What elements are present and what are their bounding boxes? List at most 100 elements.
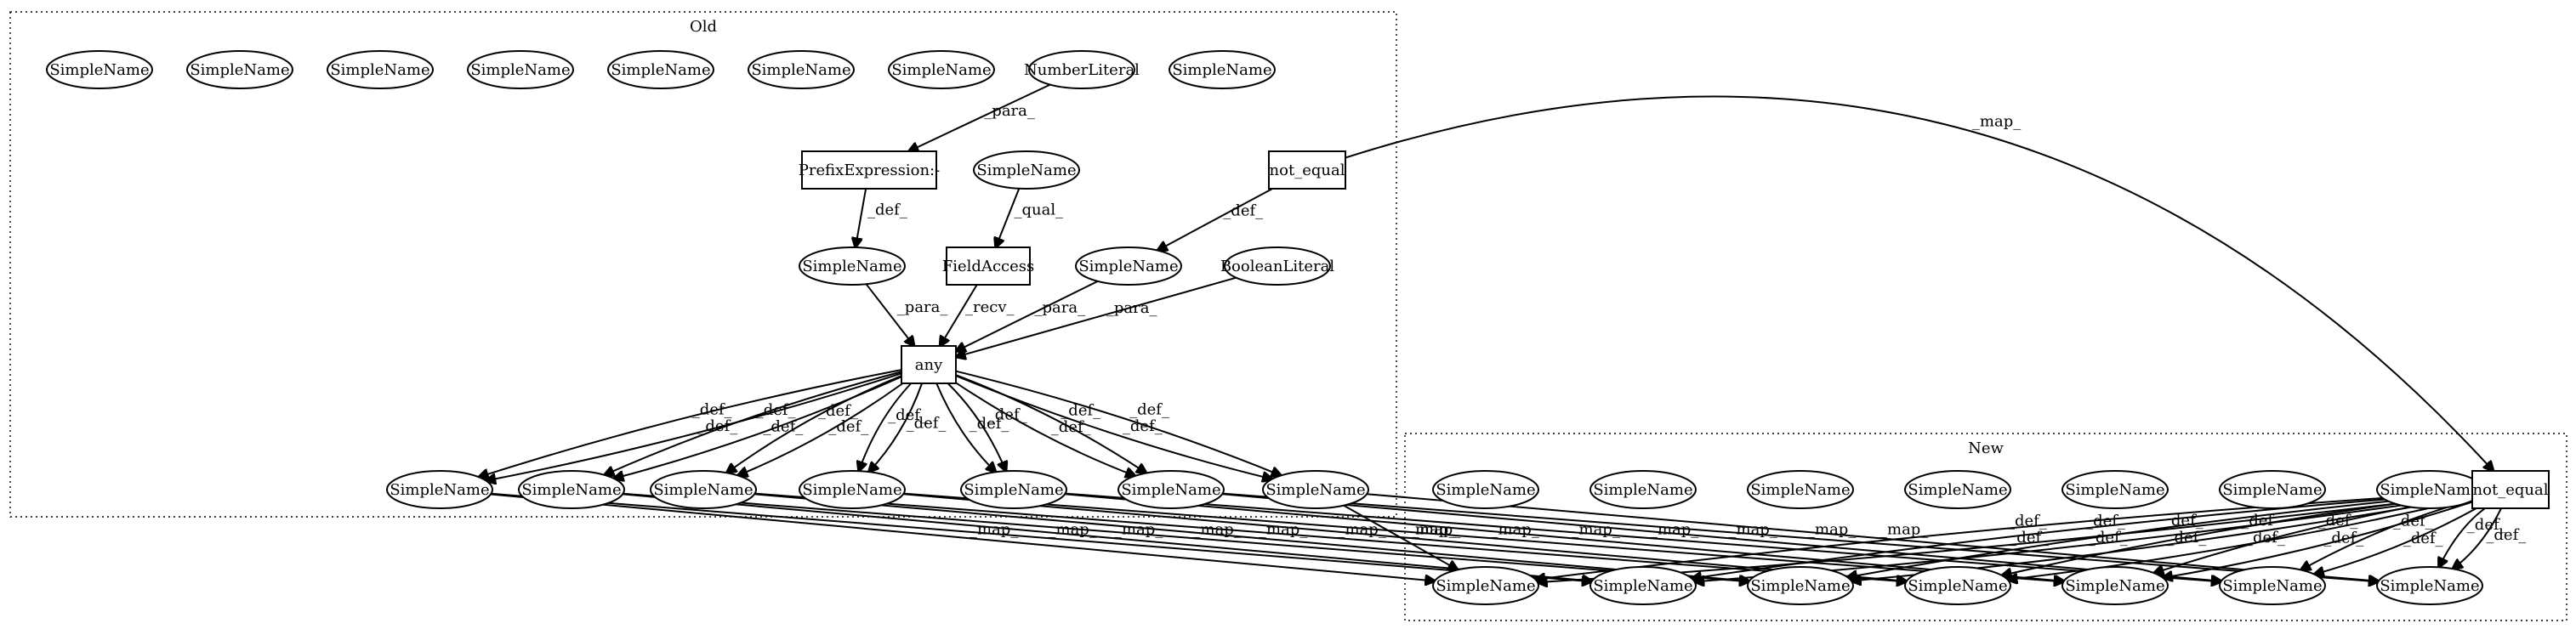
edge-label: _def_ bbox=[1061, 402, 1100, 420]
edge-o_any-o_b7: _def_ bbox=[955, 370, 1281, 476]
edge-label: _def_ bbox=[907, 415, 947, 433]
node-label: SimpleName bbox=[611, 61, 710, 79]
node-ellipse bbox=[2376, 566, 2483, 605]
node-label: NumberLiteral bbox=[1024, 61, 1140, 79]
node-label: SimpleName bbox=[470, 61, 570, 79]
node-label: SimpleName bbox=[1750, 577, 1850, 595]
node-o_sn8: SimpleName bbox=[1169, 50, 1276, 89]
edge-label: _def_ bbox=[2009, 529, 2049, 547]
edge-line bbox=[490, 493, 1435, 581]
node-ellipse bbox=[46, 50, 153, 89]
edge-line bbox=[1222, 492, 2379, 582]
node-ellipse bbox=[960, 470, 1067, 509]
edge-label: _def_ bbox=[867, 201, 907, 219]
edge-line bbox=[935, 382, 996, 472]
node-label: SimpleName bbox=[976, 162, 1076, 179]
node-o_sn7: SimpleName bbox=[888, 50, 995, 89]
node-ellipse bbox=[799, 246, 906, 286]
node-label: PrefixExpression:- bbox=[799, 162, 940, 179]
edge-line bbox=[1367, 493, 2379, 581]
edge-label: _def_ bbox=[1051, 418, 1091, 436]
node-ellipse bbox=[799, 470, 906, 509]
edge-o_sn_def-o_any: _para_ bbox=[865, 283, 948, 346]
edge-o_any-o_b1: _def_ bbox=[479, 369, 902, 477]
node-ellipse bbox=[1224, 246, 1331, 286]
node-n_sn3: SimpleName bbox=[1747, 470, 1854, 509]
node-ellipse bbox=[1262, 470, 1369, 509]
node-label: any bbox=[915, 356, 943, 374]
edge-label: _map_ bbox=[1879, 521, 1928, 539]
edge-label: _def_ bbox=[2088, 529, 2128, 547]
node-ellipse bbox=[1747, 470, 1854, 509]
node-label: SimpleName bbox=[1436, 481, 1535, 499]
node-ellipse bbox=[1904, 470, 2011, 509]
node-o_sn3: SimpleName bbox=[327, 50, 434, 89]
edge-line bbox=[1065, 493, 2064, 581]
node-o_sn5: SimpleName bbox=[607, 50, 714, 89]
node-o_numlit: NumberLiteral bbox=[1024, 50, 1140, 89]
edge-line bbox=[955, 382, 1135, 476]
edge-line bbox=[754, 493, 1749, 581]
node-o_sn2: SimpleName bbox=[186, 50, 293, 89]
node-o_b7: SimpleName bbox=[1262, 470, 1369, 509]
edge-line bbox=[1847, 492, 2473, 577]
edge-label: _def_ bbox=[1223, 201, 1263, 219]
node-ellipse bbox=[1028, 50, 1135, 89]
edge-line bbox=[956, 280, 1099, 351]
node-n_b6: SimpleName bbox=[2219, 566, 2326, 605]
edge-label: _para_ bbox=[1035, 299, 1086, 317]
edge-label: _def_ bbox=[2241, 512, 2281, 530]
node-ellipse bbox=[1904, 566, 2011, 605]
edge-n_ne-n_b1: _def_ bbox=[1536, 490, 2473, 580]
edge-line bbox=[859, 382, 913, 471]
edge-line bbox=[909, 83, 1051, 151]
edge-line bbox=[2453, 507, 2502, 569]
edge-label: _def_ bbox=[1129, 401, 1169, 419]
node-ellipse bbox=[2061, 566, 2169, 605]
node-label: SimpleName bbox=[1908, 577, 2007, 595]
edge-label: _para_ bbox=[897, 298, 948, 316]
edge-line bbox=[865, 283, 914, 346]
node-o_sn_qual: SimpleName bbox=[973, 150, 1080, 190]
node-label: BooleanLiteral bbox=[1220, 258, 1335, 275]
edge-label: _qual_ bbox=[1015, 201, 1064, 218]
node-ellipse bbox=[1169, 50, 1276, 89]
node-o_sn_ne: SimpleName bbox=[1075, 246, 1182, 286]
node-label: SimpleName bbox=[521, 481, 621, 499]
edge-n_ne-n_b2: _def_ bbox=[1692, 491, 2473, 578]
edge-line bbox=[955, 375, 1272, 479]
edge-label: _def_ bbox=[888, 406, 928, 424]
edge-line bbox=[947, 382, 1006, 471]
node-label: SimpleName bbox=[1436, 577, 1535, 595]
edge-label: _def_ bbox=[828, 418, 868, 436]
edge-o_any-o_b5: _def_ bbox=[935, 382, 1009, 472]
edge-o_ne-o_sn_ne: _def_ bbox=[1157, 188, 1273, 251]
edges-layer: _para__def__qual__def__map__para__recv__… bbox=[479, 83, 2526, 583]
edge-label: _def_ bbox=[2393, 513, 2433, 530]
node-label: SimpleName bbox=[49, 61, 149, 79]
node-ellipse bbox=[2219, 566, 2326, 605]
edge-line bbox=[1157, 188, 1273, 251]
edge-line bbox=[856, 188, 867, 247]
edge-o_any-o_b3: _def_ bbox=[738, 382, 904, 475]
node-o_b2: SimpleName bbox=[518, 470, 625, 509]
cluster-old: Old bbox=[9, 11, 1397, 518]
node-box bbox=[946, 246, 1031, 286]
node-label: SimpleName bbox=[390, 481, 489, 499]
node-n_sn4: SimpleName bbox=[1904, 470, 2011, 509]
node-label: SimpleName bbox=[751, 61, 850, 79]
node-o_bool: BooleanLiteral bbox=[1220, 246, 1335, 286]
edge-label: _def_ bbox=[756, 401, 796, 419]
node-o_b5: SimpleName bbox=[960, 470, 1067, 509]
node-ellipse bbox=[607, 50, 714, 89]
edge-label: _para_ bbox=[984, 102, 1035, 120]
edge-line bbox=[726, 375, 902, 473]
node-label: SimpleName bbox=[891, 61, 991, 79]
edge-o_ne-n_ne: _map_ bbox=[1345, 95, 2494, 471]
edge-o_b3-n_b3: _map_ bbox=[754, 493, 1749, 581]
edge-line bbox=[1065, 492, 2221, 582]
node-ellipse bbox=[518, 470, 625, 509]
node-label: SimpleName bbox=[1750, 481, 1850, 499]
node-ellipse bbox=[1432, 566, 1539, 605]
